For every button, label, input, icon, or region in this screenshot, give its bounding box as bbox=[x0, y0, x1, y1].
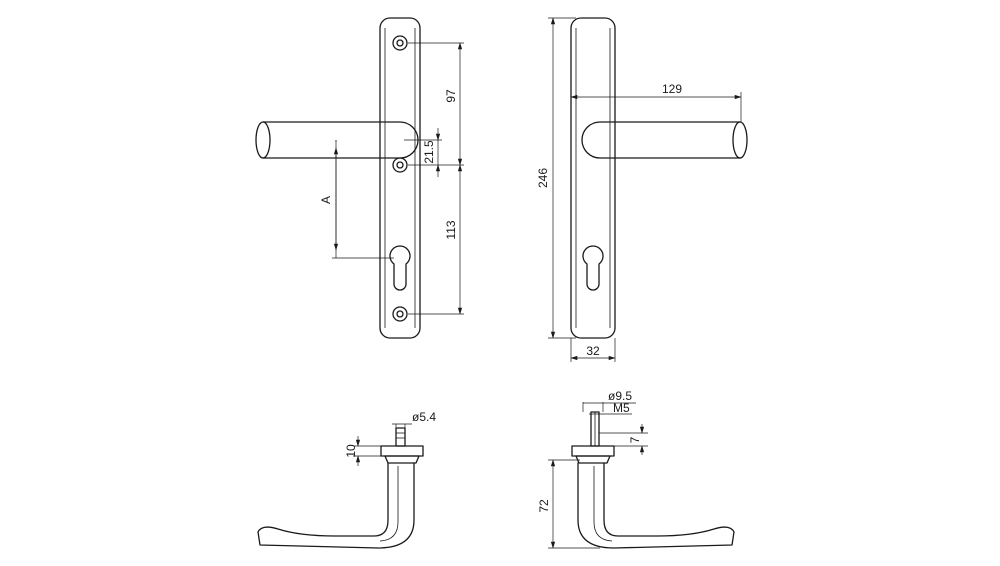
top-screw-hole bbox=[392, 35, 408, 51]
label-129: 129 bbox=[662, 82, 682, 96]
lever-profile-right: ø9.5 M5 7 72 bbox=[537, 389, 735, 549]
dim-plate-width: 32 bbox=[570, 338, 616, 362]
label-m5: M5 bbox=[613, 401, 630, 415]
lever-profile-left: ø5.4 10 bbox=[257, 410, 436, 549]
cylinder-keyhole bbox=[389, 245, 411, 291]
lever-handle-rear bbox=[581, 121, 741, 159]
rear-view: 246 129 32 bbox=[536, 17, 748, 362]
lever-end-rear bbox=[732, 121, 748, 159]
label-dia-5-4: ø5.4 bbox=[412, 410, 436, 424]
label-246: 246 bbox=[536, 168, 550, 188]
spindle-boss bbox=[392, 157, 408, 173]
label-97: 97 bbox=[444, 89, 458, 103]
backplate-front bbox=[379, 17, 421, 339]
lever-body-left bbox=[257, 462, 415, 549]
label-113: 113 bbox=[444, 220, 458, 239]
bottom-screw-hole bbox=[392, 306, 408, 322]
dim-plate-length: 246 bbox=[536, 17, 576, 339]
cylinder-keyhole-rear bbox=[582, 245, 604, 291]
label-dia-9-5: ø9.5 bbox=[608, 389, 632, 403]
label-a: A bbox=[319, 196, 333, 204]
label-10: 10 bbox=[344, 444, 358, 458]
lever-handle-front bbox=[262, 121, 419, 159]
lever-body-right bbox=[577, 462, 735, 549]
dim-lever-projection: 129 bbox=[570, 82, 742, 122]
label-32: 32 bbox=[586, 344, 600, 358]
label-72: 72 bbox=[537, 499, 551, 513]
lever-end-front bbox=[255, 121, 271, 159]
label-7: 7 bbox=[628, 436, 642, 443]
dim-chain-front: 97 21.5 113 bbox=[404, 42, 464, 315]
front-view: A 97 21.5 113 bbox=[255, 17, 464, 339]
label-21-5: 21.5 bbox=[422, 140, 436, 164]
dim-backset-a: A bbox=[319, 140, 394, 259]
backplate-rear bbox=[570, 17, 616, 339]
